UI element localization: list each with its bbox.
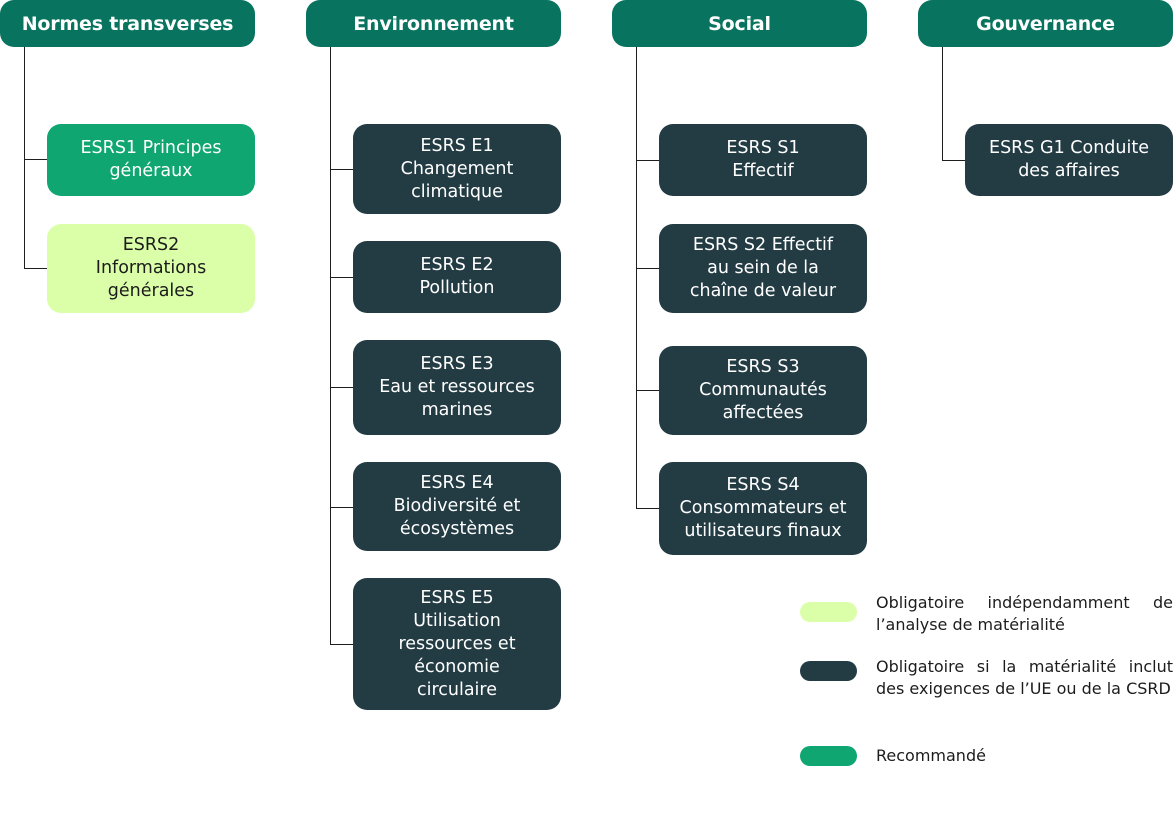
node-esrs-e2: ESRS E2 Pollution xyxy=(353,241,561,313)
node-line: ESRS2 xyxy=(122,235,180,255)
node-line: Consommateurs et xyxy=(679,498,847,518)
connector-e2 xyxy=(330,277,353,278)
header-gouvernance: Gouvernance xyxy=(918,0,1173,47)
node-esrs-e1: ESRS E1 Changement climatique xyxy=(353,124,561,214)
connector-e1 xyxy=(330,169,353,170)
node-esrs-s1: ESRS S1 Effectif xyxy=(659,124,867,196)
node-esrs-s4: ESRS S4 Consommateurs et utilisateurs fi… xyxy=(659,462,867,555)
node-line: Eau et ressources xyxy=(379,377,535,397)
legend-swatch-conditional xyxy=(800,661,857,681)
node-line: Biodiversité et xyxy=(393,496,521,516)
connector-esrs2 xyxy=(24,268,47,269)
node-line: écosystèmes xyxy=(399,519,515,539)
node-line: utilisateurs finaux xyxy=(684,521,842,541)
node-line: des affaires xyxy=(1018,161,1120,181)
legend-text-mandatory: Obligatoire indépendamment de l’analyse … xyxy=(876,593,1173,634)
legend-swatch-mandatory xyxy=(800,602,857,622)
node-line: ESRS E4 xyxy=(420,473,494,493)
node-esrs1-principes-generaux: ESRS1 Principes généraux xyxy=(47,124,255,196)
node-line: économie xyxy=(414,656,500,677)
header-social: Social xyxy=(612,0,867,47)
node-esrs-e5: ESRS E5 Utilisation ressources et économ… xyxy=(353,578,561,710)
node-esrs-e4: ESRS E4 Biodiversité et écosystèmes xyxy=(353,462,561,551)
connector-s3 xyxy=(636,390,659,391)
node-line: générales xyxy=(107,281,195,301)
node-line: ESRS E2 xyxy=(420,255,494,275)
node-line: ESRS E1 xyxy=(420,135,494,156)
node-line: ESRS S4 xyxy=(726,475,800,495)
node-line: Communautés xyxy=(699,380,827,400)
node-line: marines xyxy=(421,400,493,420)
node-line: ESRS S1 xyxy=(726,138,800,158)
node-line: généraux xyxy=(109,161,193,181)
connector-e5 xyxy=(330,644,353,645)
node-esrs-s2: ESRS S2 Effectif au sein de la chaîne de… xyxy=(659,224,867,313)
connector-trunk-environnement xyxy=(330,47,331,644)
connector-s4 xyxy=(636,508,659,509)
node-esrs-g1: ESRS G1 Conduite des affaires xyxy=(965,124,1173,196)
node-line: ESRS E5 xyxy=(420,587,494,608)
node-line: chaîne de valeur xyxy=(689,281,837,301)
node-line: Pollution xyxy=(419,278,495,298)
node-line: climatique xyxy=(411,181,503,202)
legend-text-conditional: Obligatoire si la matérialité inclut des… xyxy=(876,657,1173,698)
node-line: ESRS G1 Conduite xyxy=(989,138,1149,158)
node-line: Utilisation xyxy=(413,610,501,631)
node-line: Effectif xyxy=(732,161,794,181)
node-line: affectées xyxy=(722,403,804,423)
legend-text-recommended: Recommandé xyxy=(876,746,986,765)
node-esrs2-informations-generales: ESRS2 Informations générales xyxy=(47,224,255,313)
connector-e4 xyxy=(330,507,353,508)
node-esrs-e3: ESRS E3 Eau et ressources marines xyxy=(353,340,561,435)
node-line: au sein de la xyxy=(707,258,819,278)
node-line: ressources et xyxy=(398,633,516,654)
node-line: ESRS S3 xyxy=(726,357,800,377)
node-line: ESRS S2 Effectif xyxy=(692,235,834,255)
connector-trunk-social xyxy=(636,47,637,508)
connector-s1 xyxy=(636,160,659,161)
connector-e3 xyxy=(330,387,353,388)
header-environnement: Environnement xyxy=(306,0,561,47)
node-line: Informations xyxy=(95,258,207,278)
connector-esrs1 xyxy=(24,159,47,160)
connector-g1 xyxy=(942,160,965,161)
node-line: Changement xyxy=(400,158,514,179)
connector-s2 xyxy=(636,268,659,269)
header-normes-transverses: Normes transverses xyxy=(0,0,255,47)
node-line: ESRS1 Principes xyxy=(80,138,222,158)
connector-trunk-transverses xyxy=(24,47,25,268)
legend-swatch-recommended xyxy=(800,746,857,766)
connector-trunk-gouvernance xyxy=(942,47,943,160)
node-line: ESRS E3 xyxy=(420,354,494,374)
node-line: circulaire xyxy=(416,679,498,700)
node-esrs-s3: ESRS S3 Communautés affectées xyxy=(659,346,867,435)
